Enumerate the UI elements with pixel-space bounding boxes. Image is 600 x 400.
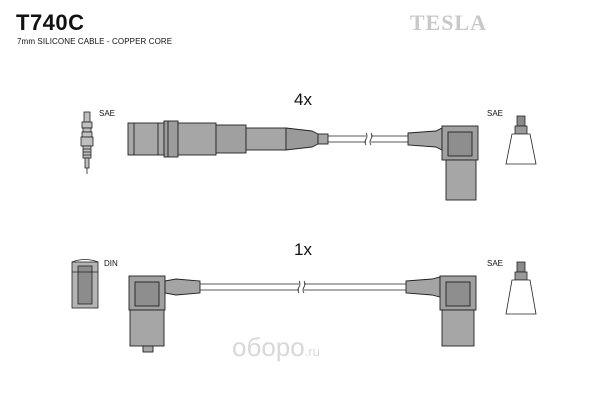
- angled-boot-left: [128, 275, 201, 353]
- cable: [328, 132, 408, 146]
- angled-boot-right: [405, 275, 477, 347]
- angled-boot: [407, 125, 479, 201]
- brand-logo: TESLA: [409, 10, 487, 35]
- right-connector-label-top: SAE: [487, 109, 504, 118]
- quantity-label-bottom: 1x: [294, 240, 312, 259]
- cable-description: 7mm SILICONE CABLE - COPPER CORE: [17, 37, 173, 46]
- din-terminal-icon: [71, 259, 99, 309]
- cable: [200, 280, 406, 294]
- left-connector-label-top: SAE: [99, 109, 116, 118]
- straight-boot: [127, 120, 329, 158]
- sae-terminal-icon: [505, 261, 537, 315]
- left-connector-label-bottom: DIN: [104, 259, 118, 268]
- right-connector-label-bottom: SAE: [487, 259, 504, 268]
- lead-bottom: [71, 259, 537, 353]
- part-number: T740C: [16, 10, 85, 35]
- lead-top: [80, 111, 537, 201]
- watermark: оборо.ru: [232, 332, 320, 362]
- quantity-label-top: 4x: [294, 90, 312, 109]
- sae-terminal-icon: [505, 115, 537, 165]
- spark-plug-icon: [80, 111, 94, 174]
